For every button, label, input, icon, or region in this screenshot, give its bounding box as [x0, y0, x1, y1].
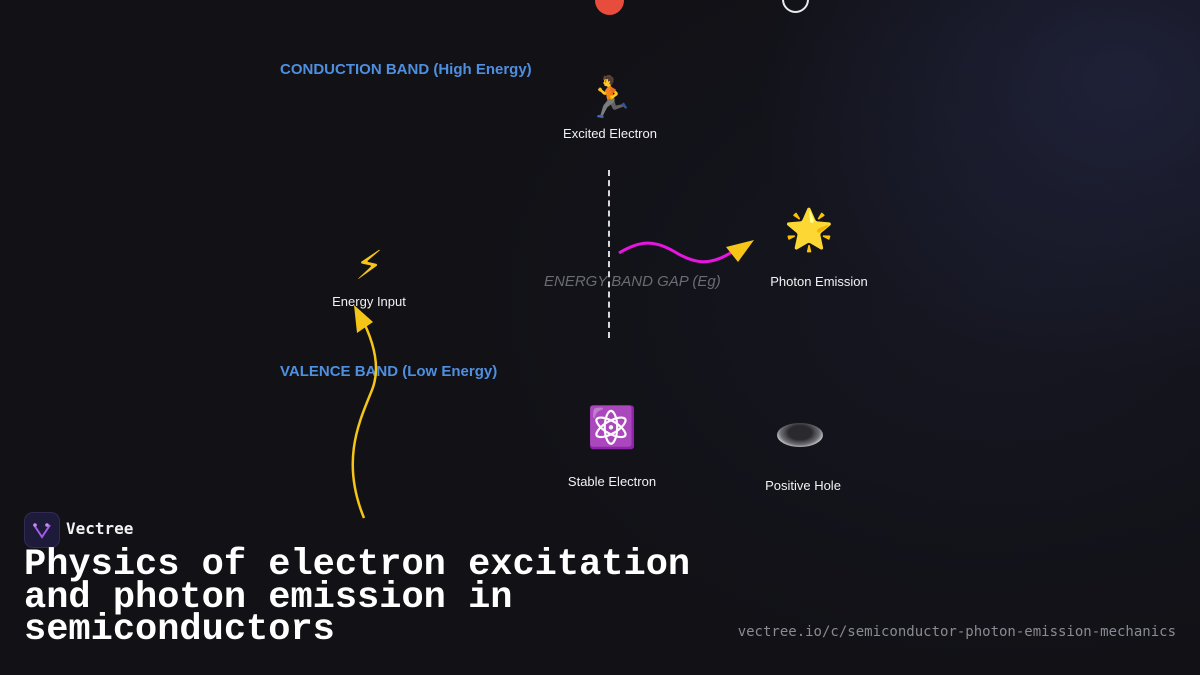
energy-input-label: Energy Input: [332, 294, 406, 309]
stable-electron-node: ⚛️ Stable Electron: [532, 404, 692, 489]
positive-hole-label: Positive Hole: [765, 478, 841, 493]
lightning-icon: ⚡: [354, 243, 384, 289]
photon-wave: [618, 241, 733, 264]
excited-electron-node: 🏃 Excited Electron: [530, 74, 690, 141]
electron-dot: [595, 0, 624, 15]
energy-input-arrowhead: [354, 305, 373, 333]
energy-input-arrow: [351, 314, 378, 519]
brand-name: Vectree: [66, 519, 134, 538]
hole-icon: [777, 423, 823, 447]
band-gap-line: [608, 170, 610, 338]
excited-electron-label: Excited Electron: [563, 126, 657, 141]
valence-band-label: VALENCE BAND (Low Energy): [280, 363, 498, 380]
atom-icon: ⚛️: [587, 405, 637, 451]
runner-icon: 🏃: [585, 75, 635, 121]
glowing-star-icon: 🌟: [784, 207, 834, 253]
page-title: Physics of electron excitation and photo…: [24, 544, 691, 651]
photon-emission-node: 🌟 Photon Emission: [739, 206, 899, 289]
vectree-logo: [24, 512, 60, 548]
logo-mark-icon: [33, 523, 51, 539]
source-url[interactable]: vectree.io/c/semiconductor-photon-emissi…: [737, 624, 1176, 640]
energy-input-node: ⚡ Energy Input: [289, 242, 449, 309]
photon-arrowhead: [726, 240, 754, 262]
stable-electron-label: Stable Electron: [567, 474, 657, 489]
photon-emission-label: Photon Emission: [770, 274, 868, 289]
conduction-band-label: CONDUCTION BAND (High Energy): [280, 61, 532, 78]
band-gap-label: ENERGY BAND GAP (Eg): [544, 273, 721, 290]
positive-hole-node: Positive Hole: [723, 454, 883, 493]
